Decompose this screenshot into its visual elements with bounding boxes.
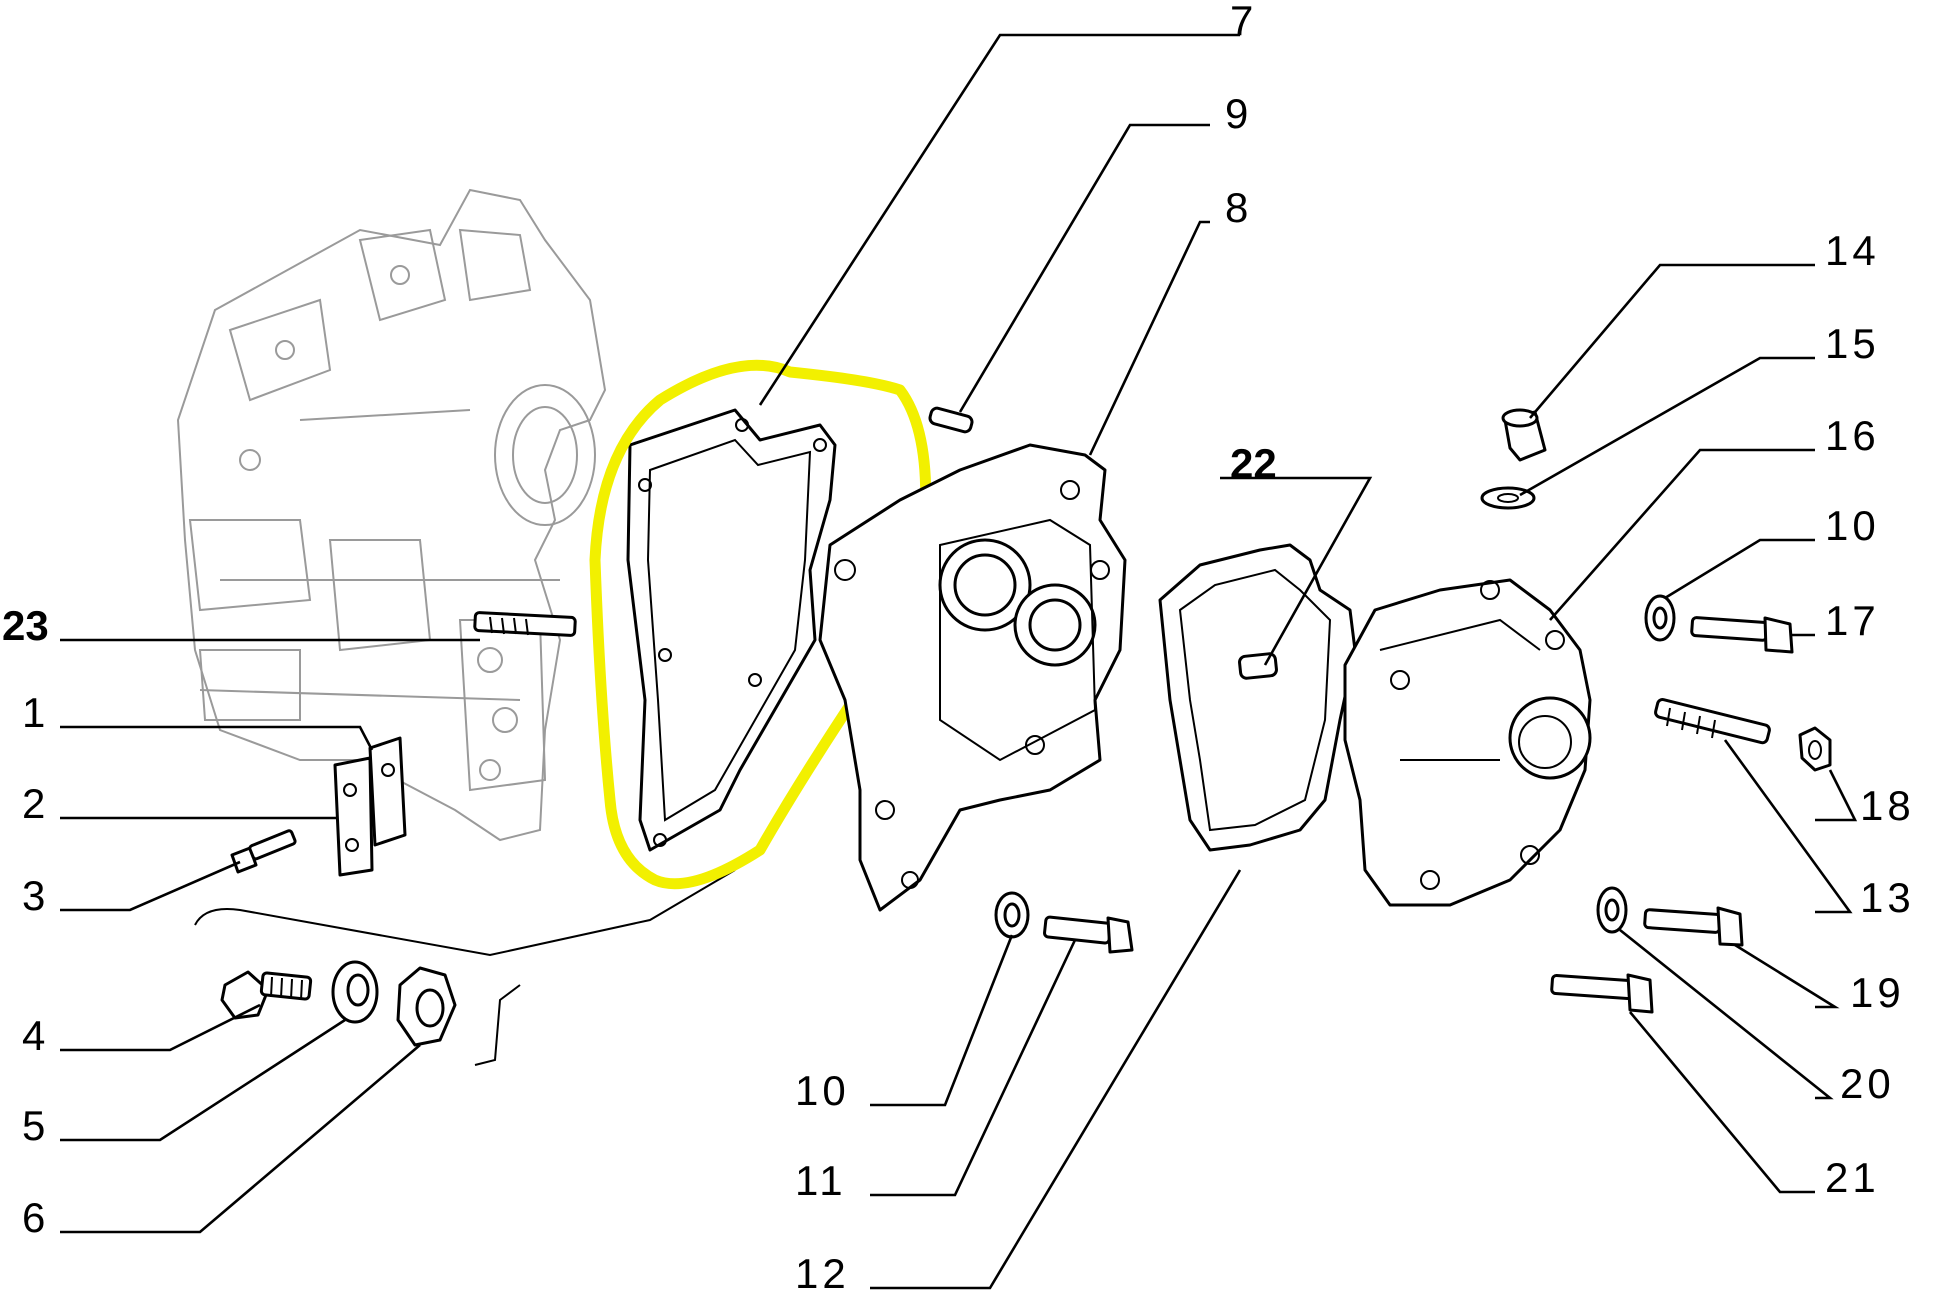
callout-1: 1 xyxy=(22,689,49,736)
clamp-plates-part-1-2 xyxy=(333,736,407,877)
callout-10-lower: 10 xyxy=(795,1067,850,1114)
leader-8 xyxy=(1088,220,1210,456)
leader-1 xyxy=(60,725,374,751)
bolt-part-21 xyxy=(1550,973,1654,1014)
washer-part-10-lower xyxy=(994,891,1030,939)
callout-18: 18 xyxy=(1860,782,1915,829)
dowel-part-22 xyxy=(1238,652,1278,680)
bolt-part-17 xyxy=(1690,616,1794,654)
housing-lower-edge xyxy=(194,869,736,1066)
leader-4 xyxy=(60,1003,261,1052)
leader-21 xyxy=(1629,1011,1815,1194)
highlight-marker xyxy=(589,359,932,890)
nut-part-6 xyxy=(396,966,457,1047)
end-cover-part-16 xyxy=(1343,578,1592,907)
bolt-part-11 xyxy=(1043,915,1134,954)
callout-15: 15 xyxy=(1825,320,1880,367)
leader-19 xyxy=(1734,943,1840,1009)
leader-18 xyxy=(1815,769,1858,822)
leader-13 xyxy=(1723,739,1853,914)
leader-3 xyxy=(60,860,241,912)
callout-9: 9 xyxy=(1225,90,1252,137)
stud-part-23 xyxy=(473,611,577,637)
callout-23: 23 xyxy=(2,602,49,649)
gasket-part-12 xyxy=(1158,543,1357,852)
callout-13: 13 xyxy=(1860,874,1915,921)
callout-19: 19 xyxy=(1850,969,1905,1016)
callout-11: 11 xyxy=(795,1157,847,1204)
callout-14: 14 xyxy=(1825,227,1880,274)
callout-7: 7 xyxy=(1230,0,1257,44)
pin-part-9 xyxy=(928,406,974,434)
bolt-part-19 xyxy=(1643,906,1744,947)
leader-lines xyxy=(60,33,1858,1290)
leader-16 xyxy=(1549,448,1815,621)
stud-part-13 xyxy=(1654,698,1771,745)
nut-part-18 xyxy=(1798,726,1832,772)
callout-10-upper: 10 xyxy=(1825,502,1880,549)
leader-10b xyxy=(870,934,1014,1107)
washer-part-20 xyxy=(1596,886,1628,934)
callout-8: 8 xyxy=(1225,184,1252,231)
callout-5: 5 xyxy=(22,1102,49,1149)
bolt-part-4 xyxy=(220,970,313,1020)
leader-11 xyxy=(870,939,1077,1197)
callout-2: 2 xyxy=(22,780,49,827)
leader-22 xyxy=(1220,476,1373,666)
gasket-part-7 xyxy=(626,408,837,852)
leader-12 xyxy=(870,869,1242,1290)
washer-part-5 xyxy=(331,960,379,1024)
callout-16: 16 xyxy=(1825,412,1880,459)
cover-plate-part-8 xyxy=(818,443,1127,912)
leader-6 xyxy=(60,1044,421,1234)
leader-9 xyxy=(958,123,1210,413)
gearbox-housing-outline xyxy=(176,188,607,842)
callout-4: 4 xyxy=(22,1012,49,1059)
cap-part-14 xyxy=(1501,408,1547,462)
leader-7 xyxy=(758,33,1240,406)
callout-3: 3 xyxy=(22,872,49,919)
callout-12: 12 xyxy=(795,1250,850,1291)
callout-21: 21 xyxy=(1825,1154,1880,1201)
bolt-part-3 xyxy=(230,829,297,874)
leader-10a xyxy=(1664,538,1815,600)
leader-20 xyxy=(1619,928,1834,1100)
washer-part-10-upper xyxy=(1644,594,1676,642)
leader-5 xyxy=(60,1018,346,1142)
callout-6: 6 xyxy=(22,1194,49,1241)
callout-22: 22 xyxy=(1230,440,1277,487)
callout-17: 17 xyxy=(1825,597,1880,644)
callout-20: 20 xyxy=(1840,1060,1895,1107)
leader-15 xyxy=(1519,356,1815,497)
leader-14 xyxy=(1529,263,1815,419)
